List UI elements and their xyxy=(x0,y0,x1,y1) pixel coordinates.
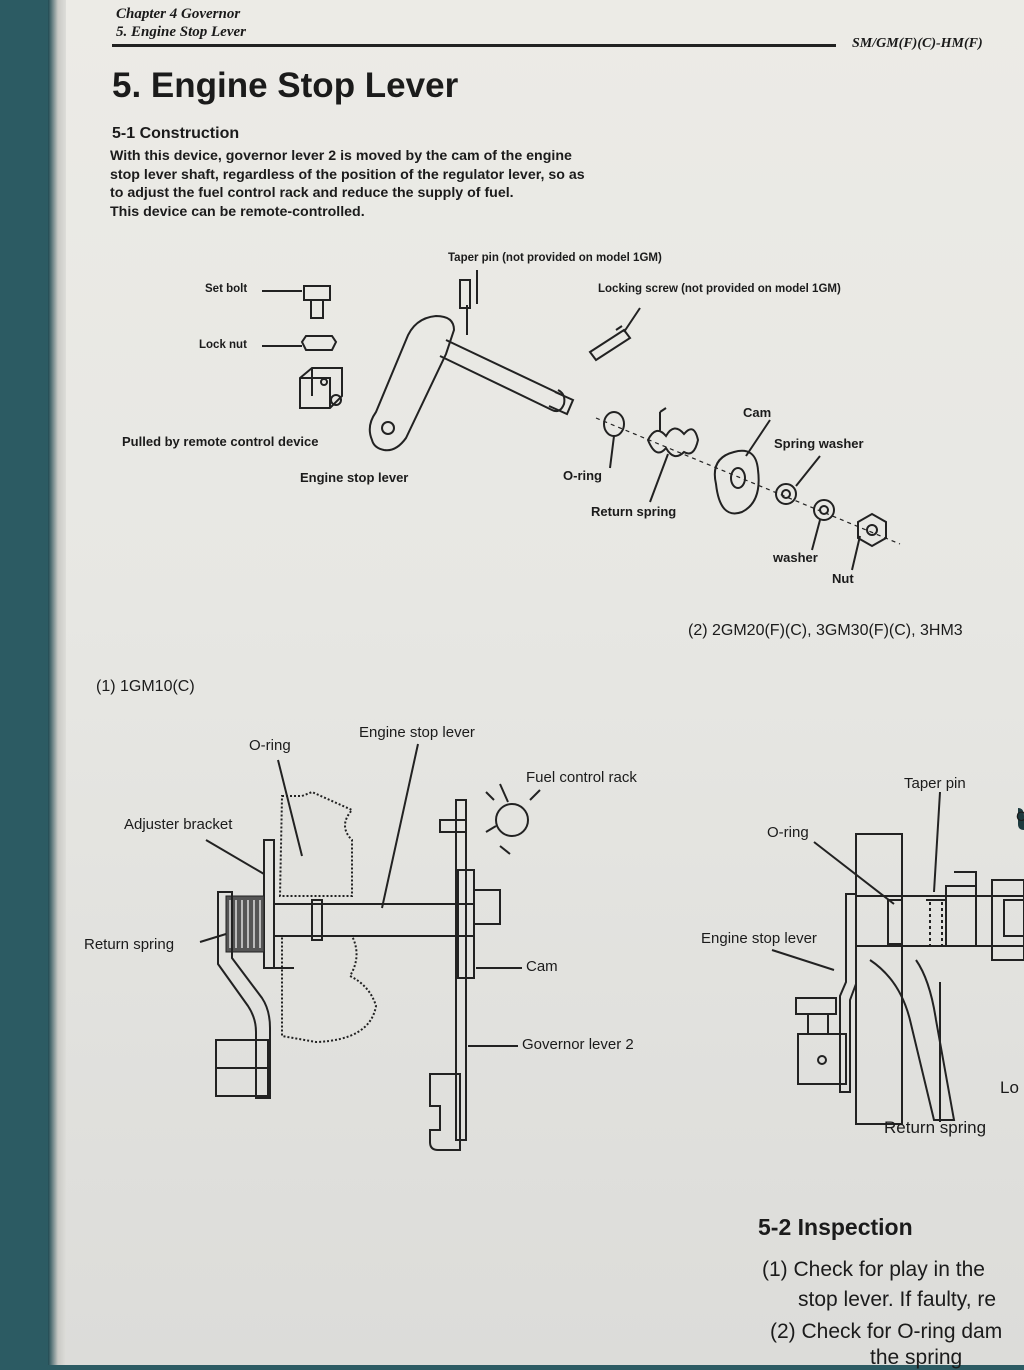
construction-text: With this device, governor lever 2 is mo… xyxy=(110,147,590,221)
housing-casting-shape xyxy=(278,790,354,897)
label-engine-stop-lever: Engine stop lever xyxy=(300,470,409,485)
label-governor-lever-2: Governor lever 2 xyxy=(522,1036,634,1053)
stop-lever-arm-shape xyxy=(217,891,271,1099)
label-o-ring: O-ring xyxy=(563,468,602,483)
label-set-bolt: Set bolt xyxy=(205,283,248,295)
construction-paragraph-1: With this device, governor lever 2 is mo… xyxy=(110,148,585,201)
label-return-spring-2: Return spring xyxy=(84,936,175,953)
label-cam: Cam xyxy=(743,405,772,420)
fuel-control-rack-shape xyxy=(495,803,529,837)
return-spring-shape xyxy=(646,427,700,458)
engine-stop-lever-shape-3 xyxy=(839,893,857,1093)
caption-2gm20: (2) 2GM20(F)(C), 3GM30(F)(C), 3HM3 xyxy=(688,622,963,639)
label-taper-pin-3: Taper pin xyxy=(904,775,966,792)
label-return-spring-3: Return spring xyxy=(884,1118,987,1137)
label-return-spring: Return spring xyxy=(591,504,677,519)
washer-shape xyxy=(813,499,835,521)
inspection-line-1: (1) Check for play in the xyxy=(762,1258,985,1281)
label-cam-2: Cam xyxy=(526,958,558,975)
construction-heading: 5-1 Construction xyxy=(112,125,240,142)
header-models: SM/GM(F)(C)-HM(F) xyxy=(852,36,983,51)
label-spring-washer: Spring washer xyxy=(774,436,864,451)
label-washer: washer xyxy=(773,550,818,565)
paper-edge xyxy=(48,0,68,1365)
label-o-ring-3: O-ring xyxy=(767,824,809,841)
set-bolt-shape xyxy=(303,285,331,319)
inspection-line-4: the spring xyxy=(870,1346,963,1369)
label-engine-stop-lever-2: Engine stop lever xyxy=(359,724,475,741)
cam-shape xyxy=(457,869,475,979)
inspection-heading: 5-2 Inspection xyxy=(758,1214,913,1240)
label-lock-nut: Lock nut xyxy=(199,339,247,351)
label-lo-cropped: Lo xyxy=(1000,1078,1019,1097)
label-engine-stop-lever-3: Engine stop lever xyxy=(701,930,817,947)
label-adjuster-bracket: Adjuster bracket xyxy=(124,816,233,833)
header-section: 5. Engine Stop Lever xyxy=(116,24,246,40)
label-fuel-control-rack: Fuel control rack xyxy=(526,769,637,786)
engine-stop-lever-shape xyxy=(368,314,456,452)
label-taper-pin: Taper pin (not provided on model 1GM) xyxy=(448,252,662,264)
caption-1gm10: (1) 1GM10(C) xyxy=(96,678,195,695)
label-nut: Nut xyxy=(832,571,854,586)
stop-block-shape xyxy=(299,367,343,409)
taper-pin-shape-3 xyxy=(929,902,943,946)
governor-lever-2-shape xyxy=(455,799,467,1141)
header-chapter: Chapter 4 Governor xyxy=(116,6,241,22)
frame-plate-shape xyxy=(855,833,903,1125)
label-o-ring-2: O-ring xyxy=(249,737,291,754)
locking-screw-shape xyxy=(588,325,632,362)
label-pulled-by: Pulled by remote control device xyxy=(122,434,319,449)
stop-block-shape-3 xyxy=(795,997,837,1035)
cam-shape xyxy=(713,449,760,515)
inspection-line-2: stop lever. If faulty, re xyxy=(798,1288,997,1311)
taper-pin-shape xyxy=(459,279,471,309)
shaft-3 xyxy=(856,895,1024,947)
lock-nut-shape xyxy=(300,335,338,351)
header-rule xyxy=(112,44,836,47)
spring-washer-shape xyxy=(775,483,797,505)
inspection-line-3: (2) Check for O-ring dam xyxy=(770,1320,1003,1343)
lever-shaft-shape xyxy=(439,339,566,413)
page-title: 5. Engine Stop Lever xyxy=(112,66,459,105)
label-c-cropped: C xyxy=(1016,808,1024,824)
construction-paragraph-2: This device can be remote-controlled. xyxy=(110,203,365,220)
label-locking-screw: Locking screw (not provided on model 1GM… xyxy=(598,283,841,295)
manual-page xyxy=(66,0,1024,1365)
